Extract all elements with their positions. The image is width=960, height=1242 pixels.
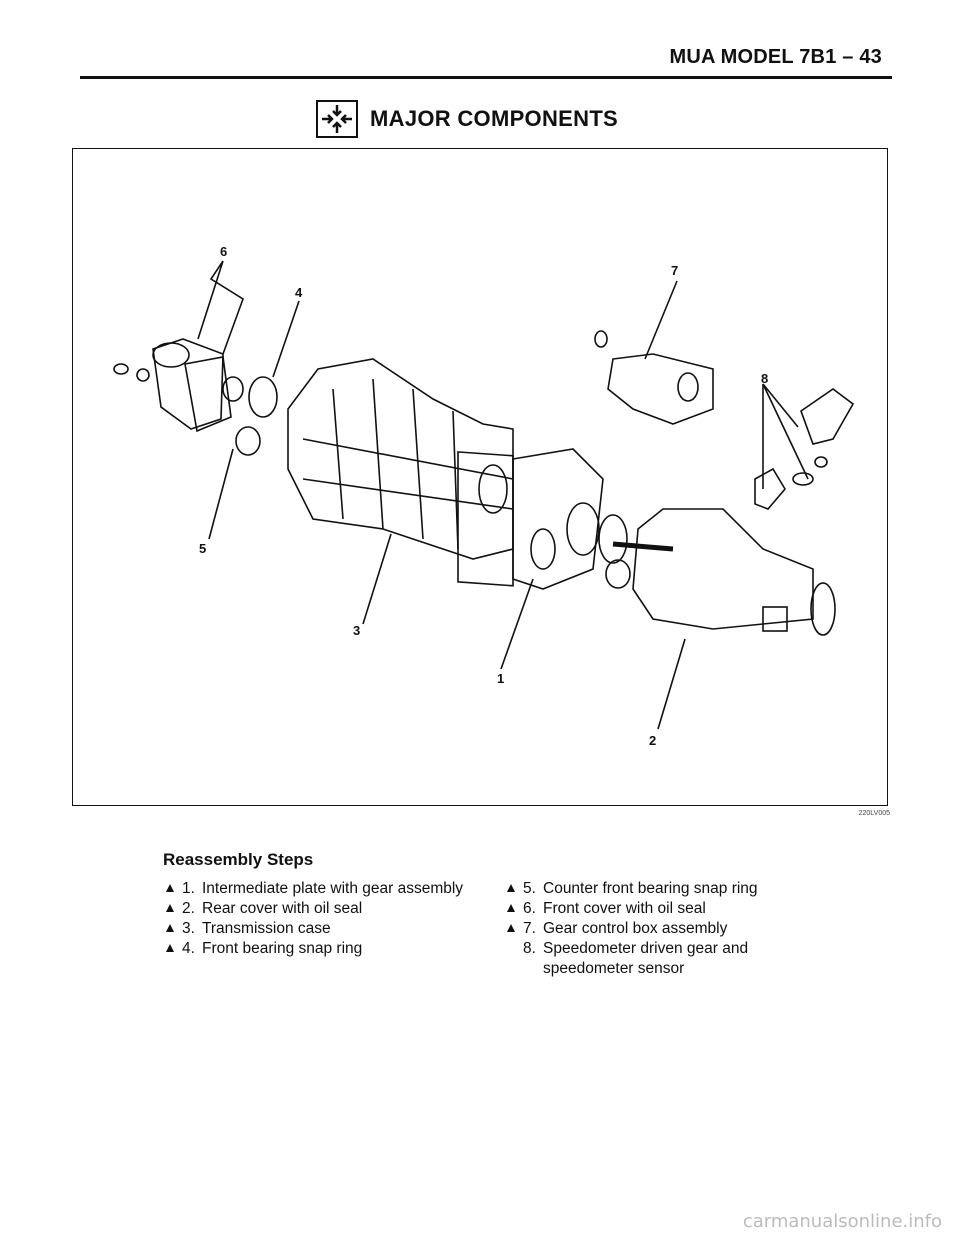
step-item: 8.Speedometer driven gear and: [523, 940, 749, 957]
steps-title: Reassembly Steps: [163, 850, 314, 869]
exploded-diagram: 6 4 5 3 1 2 7 8: [72, 148, 888, 806]
page-header: MUA MODEL 7B1 – 43: [669, 46, 882, 68]
callout-4: 4: [295, 285, 303, 300]
marker-icon: [507, 884, 515, 892]
callout-7: 7: [671, 263, 679, 278]
disassembled-assembly-icon: [316, 100, 358, 138]
figure-code: 220LV005: [858, 810, 890, 817]
step-item: 2.Rear cover with oil seal: [166, 899, 362, 919]
callout-6: 6: [220, 244, 228, 259]
step-item: 7.Gear control box assembly: [507, 919, 727, 939]
marker-icon: [166, 944, 174, 952]
watermark: carmanualsonline.info: [742, 1211, 942, 1232]
callout-8: 8: [761, 371, 769, 386]
intermediate-plate-part: [512, 448, 604, 590]
step-item: 4.Front bearing snap ring: [166, 939, 362, 959]
marker-icon: [166, 924, 174, 932]
bearing-part: [222, 376, 244, 402]
bolt-part: [113, 363, 129, 375]
speedometer-driven-gear-part: [754, 467, 786, 510]
step-item: 6.Front cover with oil seal: [507, 899, 706, 919]
step-item-continuation: speedometer sensor: [543, 960, 685, 977]
marker-icon: [507, 904, 515, 912]
marker-icon: [166, 884, 174, 892]
title-text: MAJOR COMPONENTS: [370, 106, 619, 131]
rear-cover-part: [632, 508, 814, 630]
snap-ring-4-part: [248, 376, 278, 418]
gear-control-box-part: [607, 353, 714, 425]
section-title: MAJOR COMPONENTS: [316, 100, 618, 138]
marker-icon: [166, 904, 174, 912]
header-rule: [80, 76, 892, 79]
marker-icon: [507, 924, 515, 932]
step-item: 1.Intermediate plate with gear assembly: [166, 879, 463, 899]
front-cover-part: [152, 338, 224, 430]
transmission-case-part: [287, 358, 514, 560]
callout-2: 2: [649, 733, 657, 748]
callout-5: 5: [199, 541, 207, 556]
snap-ring-5-part: [235, 426, 261, 456]
transmission-illustration: [113, 260, 855, 730]
callout-1: 1: [497, 671, 505, 686]
speedometer-sensor-part: [800, 388, 855, 445]
step-item: 3.Transmission case: [166, 919, 331, 939]
step-item: 5.Counter front bearing snap ring: [507, 879, 758, 899]
callout-3: 3: [353, 623, 361, 638]
